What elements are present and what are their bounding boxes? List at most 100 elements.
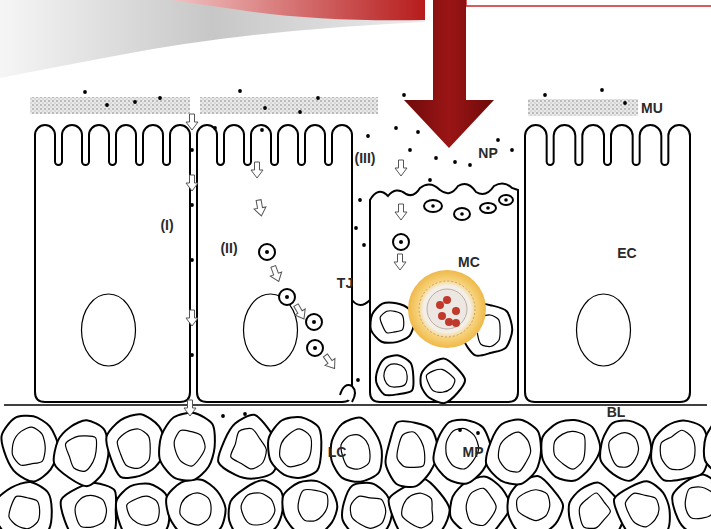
nanoparticle — [213, 126, 217, 130]
part-label: NP — [478, 146, 497, 160]
nanoparticle — [486, 206, 490, 210]
cell-nucleus — [9, 496, 40, 529]
nanoparticle — [399, 240, 403, 244]
lamina-cell — [600, 421, 651, 481]
liposome — [408, 270, 486, 348]
nanoparticle — [190, 203, 194, 207]
drug-particle — [445, 318, 453, 326]
cell-nucleus — [397, 432, 425, 468]
nanoparticle — [434, 156, 438, 160]
transport-arrows — [184, 114, 407, 416]
vesicles — [259, 195, 513, 402]
pathway-arrow — [395, 204, 407, 220]
nanoparticle — [543, 93, 547, 97]
pocket-lymphocyte — [420, 359, 465, 404]
nanoparticle — [416, 130, 420, 134]
enterocyte — [197, 125, 352, 402]
endocytic-vesicle — [499, 195, 513, 205]
lamina-cell — [229, 480, 283, 529]
pathway-arrow — [291, 302, 309, 322]
nanoparticle — [408, 148, 412, 152]
lamina-cell — [0, 482, 52, 529]
lamina-cell — [385, 421, 438, 487]
cell-nucleus — [380, 311, 404, 333]
oral-delivery-arrow — [404, 0, 494, 148]
pocket-lymphocyte — [376, 355, 413, 395]
nanoparticle — [105, 103, 109, 107]
lamina-cell — [166, 479, 225, 529]
nanoparticle — [265, 250, 269, 254]
cell-nucleus — [350, 496, 385, 528]
nanoparticle — [285, 295, 289, 299]
mucus-band — [200, 97, 378, 114]
lamina-cell — [486, 420, 541, 485]
drug-particle — [452, 319, 460, 327]
lamina-cell — [541, 420, 600, 481]
part-label: EC — [617, 246, 636, 260]
cell-nucleus — [685, 487, 711, 519]
lamina-cell — [614, 481, 670, 529]
nanoparticle — [504, 198, 508, 202]
cell-nucleus — [82, 294, 136, 366]
cell-nucleus — [241, 493, 275, 525]
nanoparticle — [468, 163, 472, 167]
nanoparticle — [238, 89, 242, 93]
nanoparticle — [460, 212, 464, 216]
cell-nucleus — [609, 433, 639, 467]
lamina-cell — [672, 475, 711, 529]
transcytotic-vesicle — [307, 340, 323, 356]
nanoparticle — [190, 353, 194, 357]
lamina-cell — [433, 420, 490, 484]
nanoparticle — [263, 106, 267, 110]
lamina-cell — [61, 483, 116, 529]
cell-nucleus — [127, 496, 160, 525]
pocket-lymphocyte — [370, 303, 414, 343]
cell-nucleus — [579, 493, 610, 528]
m-cell-pocket — [370, 303, 512, 404]
cell-nucleus — [231, 428, 267, 469]
cell-nucleus — [75, 496, 106, 528]
epithelium — [35, 125, 690, 403]
pathway-arrow — [268, 264, 285, 283]
pathway-arrow — [394, 254, 406, 270]
nanoparticle — [458, 428, 462, 432]
drug-particle — [436, 301, 444, 309]
mucus-band — [30, 97, 190, 114]
lamina-cell — [159, 413, 215, 481]
basal-lamina — [4, 404, 707, 406]
cell-nucleus — [660, 430, 695, 470]
lamina-cell — [704, 415, 711, 481]
cell-nucleus — [402, 493, 433, 528]
cell-nucleus — [498, 432, 530, 472]
pathway-arrow — [186, 310, 198, 326]
lamina-propria — [0, 413, 711, 529]
lamina-cell — [342, 483, 392, 529]
part-label: (II) — [220, 241, 237, 255]
lamina-cell — [106, 414, 166, 478]
nanoparticle — [190, 148, 194, 152]
nanoparticle — [243, 412, 247, 416]
nanoparticle — [510, 148, 514, 152]
nanoparticle — [402, 93, 406, 97]
nanoparticle — [623, 101, 627, 105]
cell-nucleus — [517, 490, 550, 521]
part-label: (I) — [160, 218, 173, 232]
header-swoosh — [0, 0, 425, 78]
transcytotic-vesicle — [279, 289, 295, 305]
transcytotic-vesicle — [306, 314, 322, 330]
header-red-band — [170, 0, 425, 20]
part-label: MP — [463, 445, 484, 459]
liposome-bilayer — [419, 281, 475, 337]
cell-nucleus — [384, 364, 407, 387]
cell-nucleus — [426, 369, 455, 392]
drug-particle — [438, 312, 446, 320]
cell-nucleus — [577, 294, 631, 366]
cell-nucleus — [466, 488, 496, 525]
cell-nucleus — [65, 436, 96, 471]
nanoparticle — [428, 178, 432, 182]
transcytotic-vesicle — [393, 234, 409, 250]
endocytic-vesicle — [454, 208, 470, 220]
lamina-cell — [268, 417, 321, 478]
